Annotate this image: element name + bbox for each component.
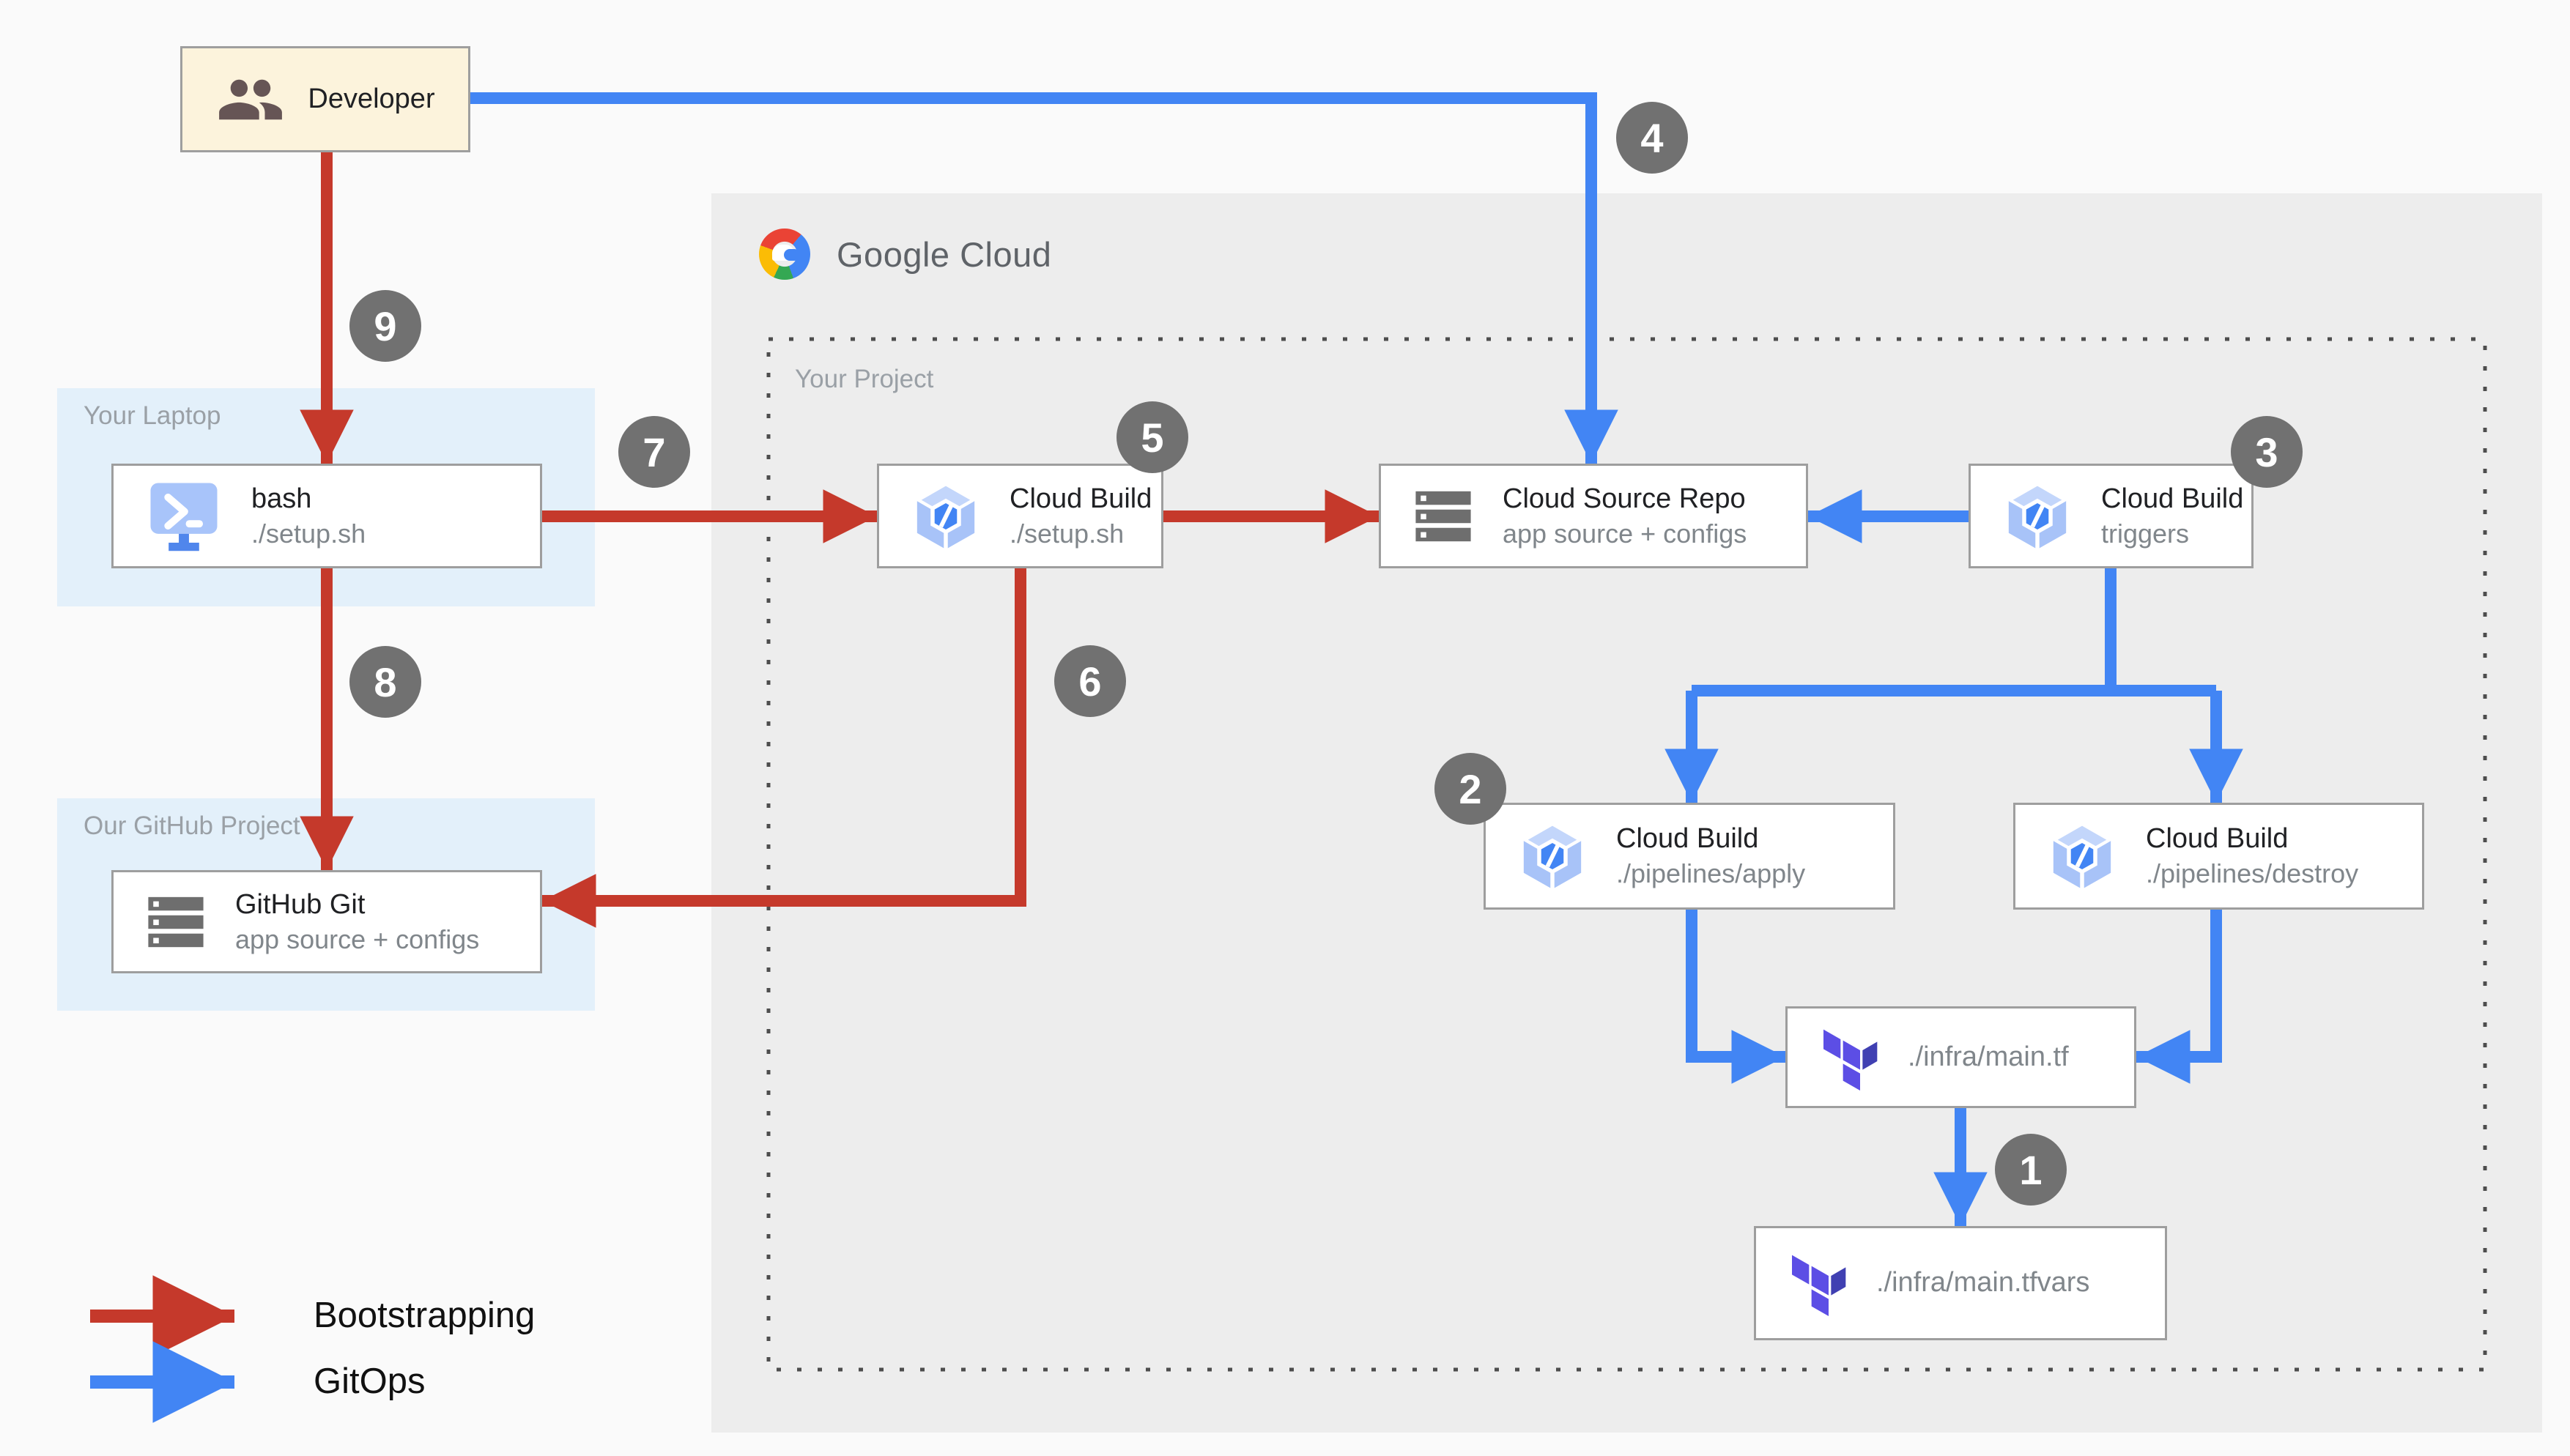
github-git-title: GitHub Git bbox=[235, 888, 366, 920]
cloud-build-setup-subtitle: ./setup.sh bbox=[1010, 518, 1125, 549]
cloud-build-triggers-title: Cloud Build bbox=[2101, 483, 2244, 514]
cloud-build-apply-node: Cloud Build ./pipelines/apply bbox=[1484, 803, 1895, 910]
bash-node: bash ./setup.sh bbox=[111, 464, 542, 568]
your-project-label: Your Project bbox=[795, 365, 934, 393]
step-badge-8: 8 bbox=[349, 646, 421, 718]
terminal-icon bbox=[150, 483, 218, 551]
github-git-subtitle: app source + configs bbox=[235, 924, 480, 954]
legend-gitops-label: GitOps bbox=[314, 1362, 426, 1401]
developer-label: Developer bbox=[308, 83, 435, 114]
github-git-node: GitHub Git app source + configs bbox=[111, 870, 542, 973]
google-cloud-logo: Google Cloud bbox=[755, 229, 1051, 280]
step-badge-6: 6 bbox=[1054, 645, 1126, 717]
cloud-build-apply-subtitle: ./pipelines/apply bbox=[1616, 858, 1806, 889]
cloud-build-icon bbox=[915, 482, 977, 549]
cloud-build-destroy-subtitle: ./pipelines/destroy bbox=[2146, 858, 2359, 889]
cloud-build-setup-node: Cloud Build ./setup.sh bbox=[877, 464, 1163, 568]
github-project-label: Our GitHub Project bbox=[84, 811, 300, 840]
main-tfvars-label: ./infra/main.tfvars bbox=[1876, 1267, 2090, 1299]
developer-node: Developer bbox=[180, 46, 470, 152]
step-badge-2: 2 bbox=[1434, 753, 1506, 825]
cloud-build-triggers-subtitle: triggers bbox=[2101, 518, 2190, 549]
cloud-source-repo-node: Cloud Source Repo app source + configs bbox=[1379, 464, 1808, 568]
main-tf-node: ./infra/main.tf bbox=[1785, 1006, 2136, 1108]
cloud-build-setup-title: Cloud Build bbox=[1010, 483, 1152, 514]
cloud-build-icon bbox=[2007, 482, 2068, 549]
step-badge-1: 1 bbox=[1995, 1134, 2067, 1206]
cloud-source-repo-subtitle: app source + configs bbox=[1503, 518, 1747, 549]
repository-icon bbox=[1415, 491, 1471, 541]
bash-subtitle: ./setup.sh bbox=[251, 518, 366, 549]
google-cloud-logo-icon bbox=[755, 229, 818, 280]
your-laptop-label: Your Laptop bbox=[84, 401, 221, 430]
step-badge-9: 9 bbox=[349, 290, 421, 362]
main-tf-label: ./infra/main.tf bbox=[1908, 1041, 2069, 1072]
terraform-icon bbox=[1792, 1255, 1846, 1316]
step-badge-5: 5 bbox=[1116, 401, 1188, 473]
repository-icon bbox=[148, 896, 204, 947]
cloud-source-repo-title: Cloud Source Repo bbox=[1503, 483, 1746, 514]
step-badge-7: 7 bbox=[618, 416, 690, 488]
cloud-build-apply-title: Cloud Build bbox=[1616, 823, 1759, 855]
terraform-icon bbox=[1823, 1029, 1878, 1091]
main-tfvars-node: ./infra/main.tfvars bbox=[1754, 1226, 2167, 1340]
step-badge-4: 4 bbox=[1616, 102, 1688, 174]
step-badge-3: 3 bbox=[2231, 416, 2303, 488]
cloud-build-destroy-node: Cloud Build ./pipelines/destroy bbox=[2013, 803, 2424, 910]
cloud-build-icon bbox=[2051, 822, 2113, 890]
google-cloud-logo-text: Google Cloud bbox=[837, 234, 1052, 274]
cloud-build-destroy-title: Cloud Build bbox=[2146, 823, 2289, 855]
people-icon bbox=[219, 79, 283, 119]
cloud-build-icon bbox=[1522, 822, 1583, 890]
bash-title: bash bbox=[251, 483, 312, 514]
legend-bootstrapping-label: Bootstrapping bbox=[314, 1296, 536, 1335]
cloud-build-triggers-node: Cloud Build triggers bbox=[1969, 464, 2254, 568]
